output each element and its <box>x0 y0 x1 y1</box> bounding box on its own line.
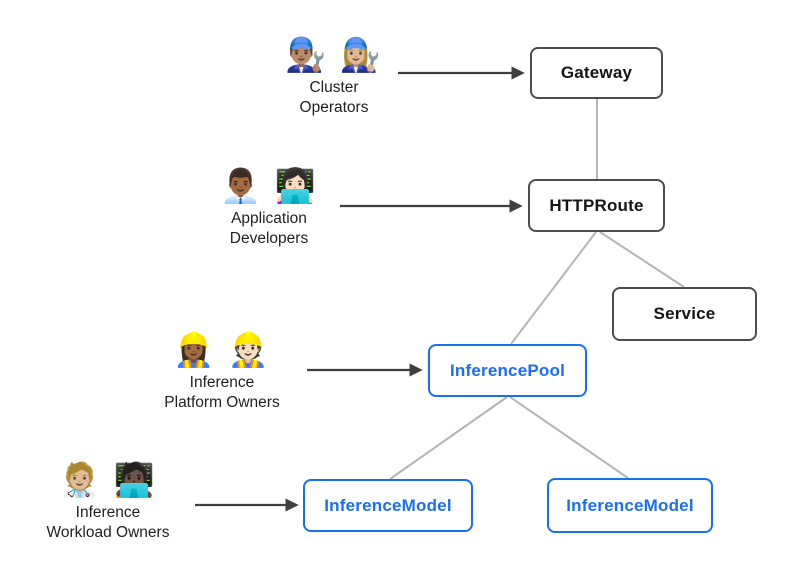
inference-workload-owners-icon: 🧑🏼‍⚕️ 🧑🏿‍💻 <box>59 461 157 498</box>
persona-label: Inference Platform Owners <box>164 374 280 411</box>
inference-platform-owners-icon: 👷🏾‍♀️ 👷🏻 <box>173 331 271 368</box>
node-inferencepool: InferencePool <box>428 344 587 397</box>
persona-label: Cluster Operators <box>299 79 369 116</box>
persona-label: Inference Workload Owners <box>46 504 170 541</box>
application-developers-icon: 👨🏾‍💼 👩🏻‍💻 <box>220 167 318 204</box>
persona-application-developers: 👨🏾‍💼 👩🏻‍💻 Application Developers <box>189 165 349 249</box>
node-service: Service <box>612 287 757 341</box>
persona-inference-workload-owners: 🧑🏼‍⚕️ 🧑🏿‍💻 Inference Workload Owners <box>10 459 206 543</box>
edge-inferencepool-inferencemodel-left <box>389 396 508 480</box>
cluster-operators-icon: 👨🏽‍🔧 👩🏼‍🔧 <box>285 36 383 73</box>
node-httproute: HTTPRoute <box>528 179 665 232</box>
edge-httproute-service <box>599 231 685 288</box>
node-inferencemodel-left: InferenceModel <box>303 479 473 532</box>
node-gateway: Gateway <box>530 47 663 99</box>
edge-httproute-inferencepool <box>510 231 597 345</box>
persona-label: Application Developers <box>229 210 309 247</box>
persona-cluster-operators: 👨🏽‍🔧 👩🏼‍🔧 Cluster Operators <box>264 34 404 118</box>
edge-inferencepool-inferencemodel-right <box>509 396 629 479</box>
persona-inference-platform-owners: 👷🏾‍♀️ 👷🏻 Inference Platform Owners <box>132 329 312 413</box>
node-inferencemodel-right: InferenceModel <box>547 478 713 533</box>
